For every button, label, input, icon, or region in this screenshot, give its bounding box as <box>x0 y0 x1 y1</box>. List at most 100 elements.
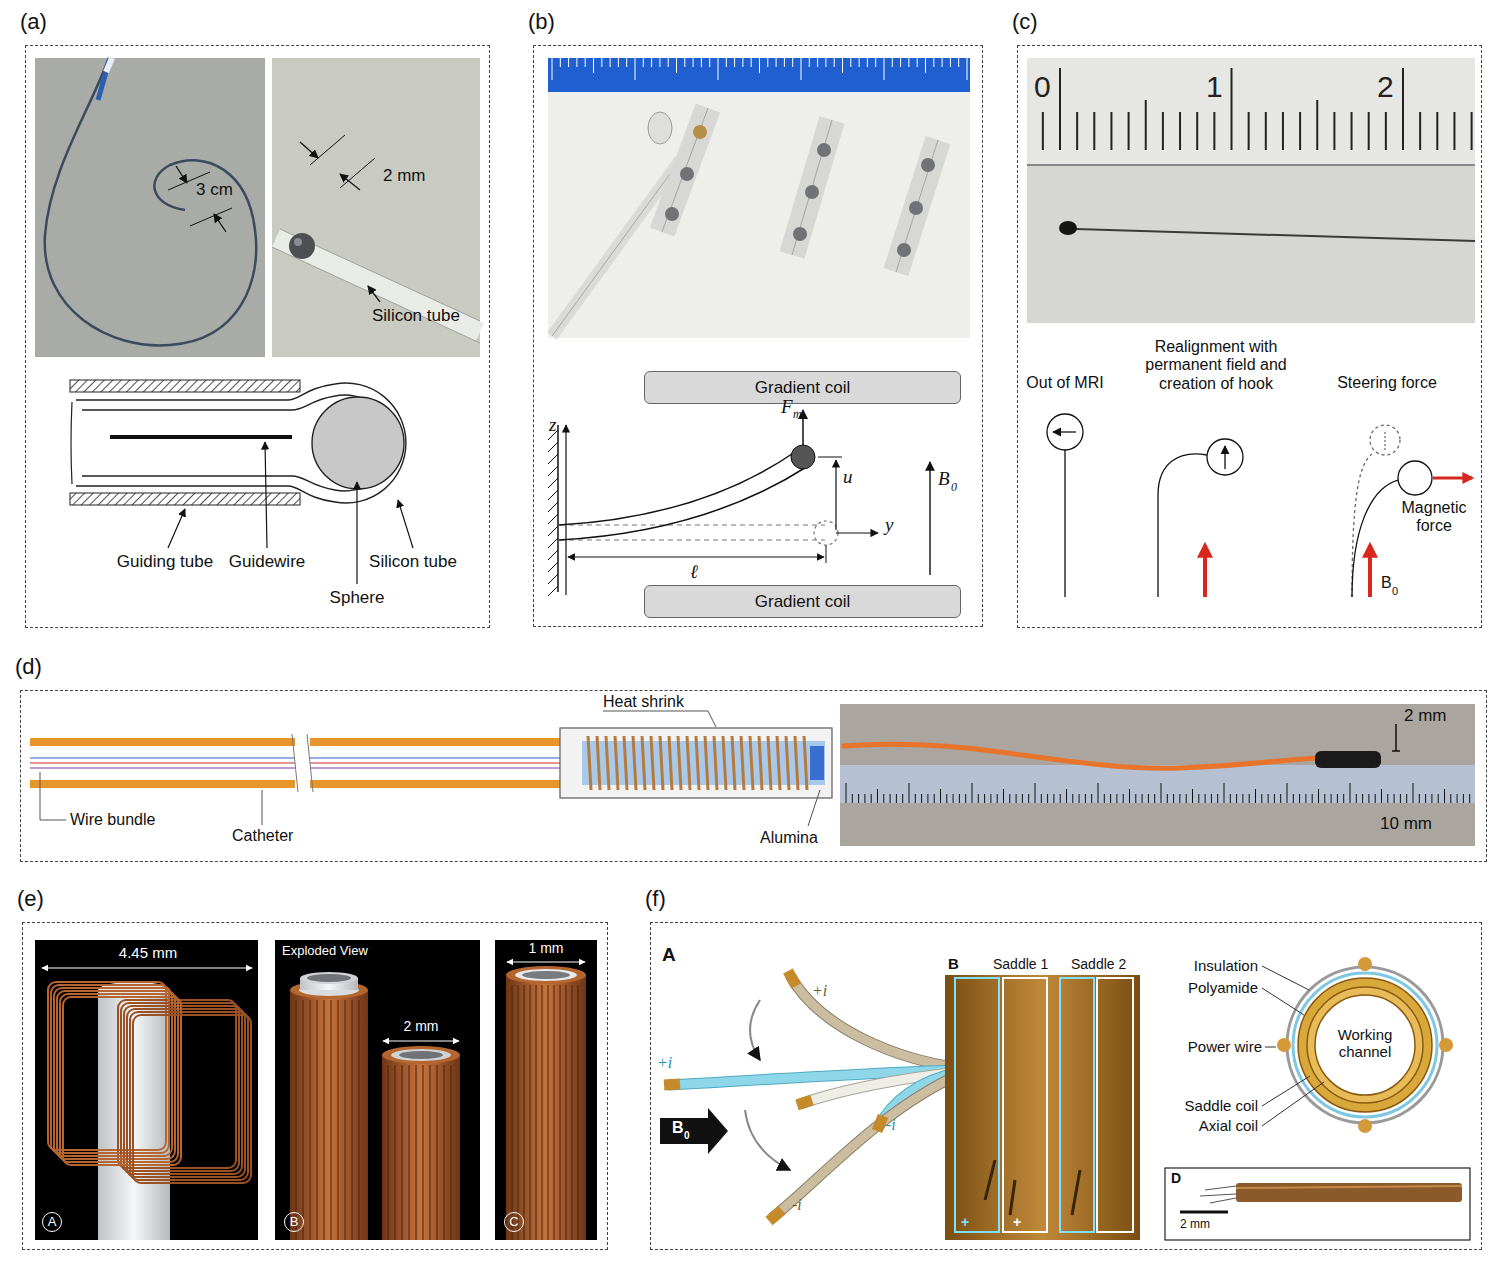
coil-render-b <box>430 1065 431 1240</box>
guidewire-photo <box>176 166 187 183</box>
coil-catheter-photo <box>1217 794 1218 803</box>
coil-catheter-schematic <box>714 736 717 790</box>
coil-render-b <box>383 1040 459 1041</box>
guidewire-photo <box>214 214 226 232</box>
coil-catheter-photo <box>1123 794 1124 803</box>
bead-holder <box>896 140 938 272</box>
part-label: 2 mm <box>383 166 426 186</box>
cantilever-schematic <box>835 460 836 530</box>
coil-catheter-photo <box>1047 794 1048 803</box>
coil-catheter-photo <box>1249 794 1250 803</box>
coil-catheter-photo <box>946 794 947 803</box>
coil-catheter-photo <box>1287 783 1288 803</box>
coil-tip-photo <box>1180 1211 1228 1214</box>
coil-catheter-photo <box>1154 794 1155 803</box>
coil-catheter-photo <box>1085 794 1086 803</box>
coil-catheter-photo <box>990 794 991 803</box>
coil-render-c <box>566 985 567 1240</box>
coil-catheter-photo <box>1463 794 1464 803</box>
part-label: +i <box>657 1054 672 1072</box>
coil-render-b <box>409 1065 410 1240</box>
ruler-wire-photo <box>1027 58 1475 323</box>
cantilever-schematic <box>548 538 558 548</box>
sphere-tip-schematic <box>110 435 292 439</box>
guidewire-photo <box>35 58 265 357</box>
coil-render-a <box>124 1006 242 1174</box>
coil-catheter-photo <box>852 794 853 803</box>
deflection-schematic <box>772 1074 960 1218</box>
part-label: Exploded View <box>282 944 368 959</box>
coil-catheter-photo <box>984 794 985 803</box>
coil-catheter-photo <box>1066 789 1067 803</box>
part-label: Catheter <box>232 827 293 845</box>
coil-render-a <box>60 994 178 1162</box>
hook-schematic <box>1370 425 1400 455</box>
coil-catheter-photo <box>1457 794 1458 803</box>
part-label: 1 mm <box>529 940 564 956</box>
coil-catheter-photo <box>1167 794 1168 803</box>
coil-catheter-schematic <box>310 767 575 768</box>
ruler-wire-photo <box>1402 68 1404 150</box>
coil-render-b <box>382 1046 460 1064</box>
part-label: Saddle 1 <box>993 956 1048 972</box>
coil-catheter-photo <box>1148 794 1149 803</box>
coil-render-b <box>331 1000 332 1240</box>
guidewire-photo <box>45 60 256 345</box>
coil-catheter-schematic <box>750 736 753 790</box>
part-label: Power wire <box>1188 1038 1262 1055</box>
ruler-wire-photo <box>1299 112 1301 150</box>
hook-schematic <box>1352 454 1372 597</box>
bead-holder <box>680 167 694 181</box>
saddle-coil-photo <box>945 975 1140 1240</box>
coil-render-c <box>495 940 597 1240</box>
coil-catheter-photo <box>1413 783 1414 803</box>
bead-robot-photo <box>593 58 594 73</box>
coil-render-c <box>506 966 586 984</box>
bead-robot-photo <box>648 112 672 144</box>
coil-render-b <box>290 990 368 1240</box>
bead-robot-photo <box>834 58 835 67</box>
coil-catheter-photo <box>871 794 872 803</box>
cantilever-schematic <box>836 532 878 533</box>
panel-letter: (b) <box>528 9 555 35</box>
coil-catheter-schematic <box>310 762 575 763</box>
coil-render-c <box>512 985 578 1240</box>
coil-tip-photo <box>1236 1183 1462 1202</box>
part-label: z <box>549 414 556 436</box>
part-label: Silicon tube <box>369 552 457 572</box>
coil-render-c <box>515 969 577 981</box>
part-label: Wire bundle <box>70 811 155 829</box>
sphere-tip-schematic <box>312 397 404 489</box>
deflection-schematic <box>790 975 960 1068</box>
coil-catheter-photo <box>1161 783 1162 803</box>
bead-holder <box>921 158 935 172</box>
ruler-wire-photo <box>1027 58 1475 323</box>
coil-render-a <box>35 940 258 1240</box>
bead-robot-photo <box>684 58 685 67</box>
part-label: Heat shrink <box>603 693 684 711</box>
coil-catheter-photo <box>1315 751 1381 768</box>
deflection-schematic <box>660 1108 728 1154</box>
ruler-wire-photo <box>1419 112 1421 150</box>
coil-catheter-schematic <box>30 738 295 746</box>
coil-render-c <box>554 985 555 1240</box>
hook-schematic <box>1433 477 1472 480</box>
coil-catheter-schematic <box>615 736 618 790</box>
part-label: 2 mm <box>1180 1218 1210 1232</box>
coil-tip-photo <box>1165 1168 1470 1240</box>
bead-robot-photo <box>742 58 743 67</box>
coil-catheter-photo <box>1392 724 1400 751</box>
coil-catheter-schematic <box>588 736 807 790</box>
bead-holder <box>662 108 708 232</box>
cantilever-schematic <box>548 586 558 596</box>
coil-catheter-photo <box>1318 789 1319 803</box>
bead-holder <box>693 125 707 139</box>
sphere-tip-schematic <box>398 500 413 548</box>
coil-catheter-schematic <box>732 736 735 790</box>
coil-render-a <box>130 1012 248 1180</box>
bead-robot-photo <box>560 58 561 67</box>
part-label: A <box>42 1212 62 1232</box>
coil-catheter-photo <box>1268 794 1269 803</box>
coil-catheter-schematic <box>723 736 726 790</box>
coil-catheter-photo <box>1142 794 1143 803</box>
